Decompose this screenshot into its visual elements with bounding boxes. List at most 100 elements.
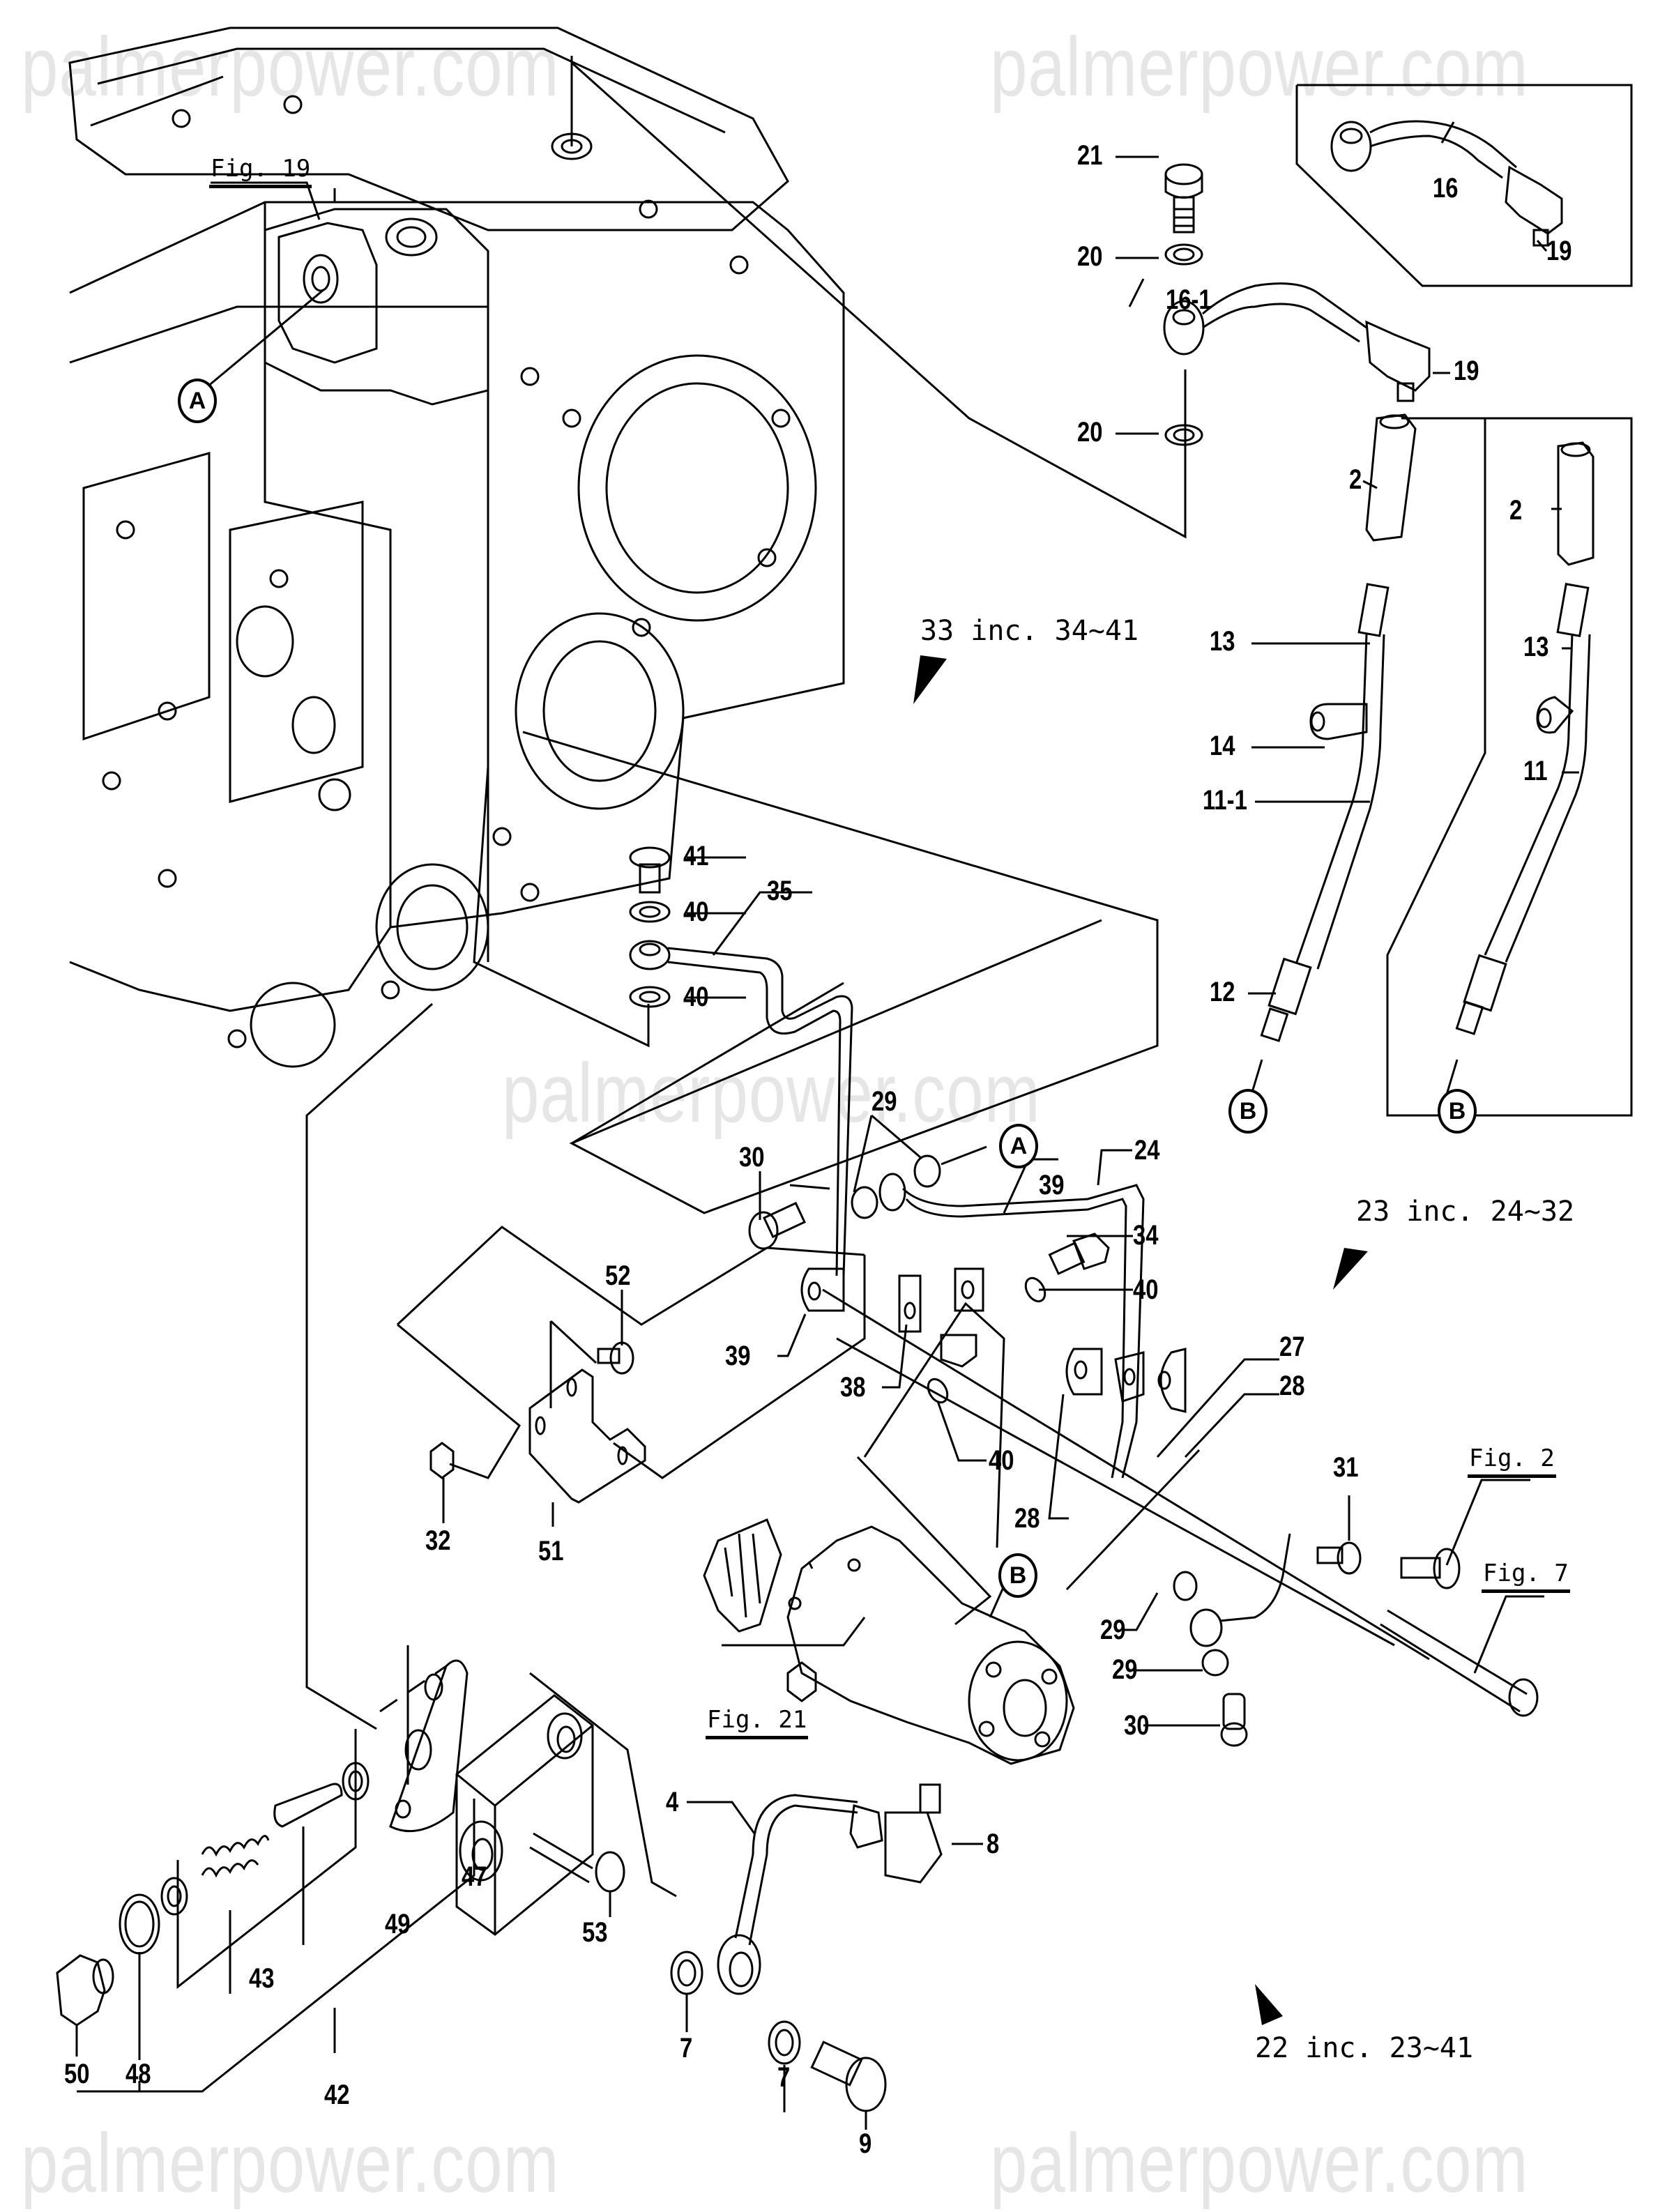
pipe-eye-lower <box>1191 1534 1290 1646</box>
part-label-38[interactable]: 38 <box>840 1372 866 1403</box>
part-7-washer-b <box>769 2022 800 2064</box>
part-label-47[interactable]: 47 <box>462 1861 487 1892</box>
part-29-washer-c <box>1174 1572 1196 1600</box>
part-28-clamp-b <box>1159 1349 1185 1412</box>
part-16-1-pipe <box>1164 284 1429 401</box>
part-label-53[interactable]: 53 <box>582 1917 608 1948</box>
part-label-40-d[interactable]: 40 <box>989 1445 1014 1476</box>
fig2-bolt <box>1401 1549 1459 1588</box>
fig-2-reference[interactable]: Fig. 2 <box>1468 1447 1556 1478</box>
part-8-elbow <box>885 1785 941 1882</box>
part-label-31[interactable]: 31 <box>1333 1452 1359 1483</box>
part-label-32[interactable]: 32 <box>425 1525 451 1556</box>
part-label-16-1[interactable]: 16-1 <box>1166 284 1212 315</box>
fig7-long-bolt <box>1380 1610 1537 1716</box>
part-43-valve-assembly <box>162 1763 368 1914</box>
part-29-washer-b <box>852 1187 877 1218</box>
part-20-washer-upper-inner <box>1174 249 1194 260</box>
part-label-21[interactable]: 21 <box>1077 140 1103 171</box>
part-7-washer-a <box>671 1952 702 1994</box>
part-label-13-inset[interactable]: 13 <box>1523 632 1549 662</box>
part-label-29-lower-a[interactable]: 29 <box>1100 1615 1126 1645</box>
part-21-banjo-bolt <box>1166 165 1202 232</box>
part-41-bolt <box>630 848 669 892</box>
fig-7-reference[interactable]: Fig. 7 <box>1482 1562 1570 1593</box>
part-label-19-inset[interactable]: 19 <box>1546 236 1572 266</box>
part-label-51[interactable]: 51 <box>538 1536 564 1566</box>
part-label-35[interactable]: 35 <box>767 876 793 906</box>
part-label-20-lower[interactable]: 20 <box>1077 417 1103 448</box>
part-label-8[interactable]: 8 <box>987 1829 1000 1859</box>
arrow-22-group <box>1255 1984 1283 2025</box>
part-label-2-inset[interactable]: 2 <box>1509 495 1523 526</box>
part-9-banjo-bolt <box>812 2042 885 2111</box>
part-label-14[interactable]: 14 <box>1210 731 1235 761</box>
part-47-relief-valve-block <box>457 1695 593 1935</box>
part-32-nut <box>431 1443 453 1478</box>
part-34-bolt <box>1050 1234 1109 1274</box>
part-label-16[interactable]: 16 <box>1433 173 1459 204</box>
connection-marker-b-pump[interactable]: B <box>998 1553 1037 1598</box>
part-label-40-c[interactable]: 40 <box>1133 1274 1159 1305</box>
part-11-pipe <box>1456 584 1590 1034</box>
part-31-bolt <box>1318 1543 1360 1573</box>
part-40-washer-b-inner <box>640 992 660 1002</box>
connection-marker-b-pipe-11-1[interactable]: B <box>1228 1089 1268 1134</box>
part-label-40-b[interactable]: 40 <box>683 982 709 1012</box>
part-label-7-b[interactable]: 7 <box>777 2062 791 2093</box>
part-label-29-lower-b[interactable]: 29 <box>1112 1654 1138 1685</box>
part-label-12[interactable]: 12 <box>1210 977 1235 1007</box>
part-label-11-1[interactable]: 11-1 <box>1203 785 1247 816</box>
part-label-39-upper[interactable]: 39 <box>1039 1170 1065 1200</box>
part-label-43[interactable]: 43 <box>249 1963 275 1994</box>
connection-marker-a-engine[interactable]: A <box>178 379 217 423</box>
part-28-clamp-a <box>1067 1349 1102 1394</box>
part-label-13[interactable]: 13 <box>1210 626 1235 657</box>
part-label-28-right[interactable]: 28 <box>1279 1371 1305 1401</box>
part-label-27[interactable]: 27 <box>1279 1332 1305 1362</box>
engine-block-illustration <box>70 28 844 1067</box>
part-label-19[interactable]: 19 <box>1454 356 1479 386</box>
part-label-2[interactable]: 2 <box>1349 464 1362 495</box>
connection-marker-a-pipe[interactable]: A <box>999 1124 1038 1168</box>
part-label-48[interactable]: 48 <box>125 2059 151 2089</box>
part-label-9[interactable]: 9 <box>859 2128 872 2159</box>
connection-marker-b-pipe-11[interactable]: B <box>1438 1089 1477 1134</box>
fig-19-reference[interactable]: Fig. 19 <box>209 157 312 188</box>
leader-lines <box>77 63 1429 2091</box>
assembly-note-22: 22 inc. 23~41 <box>1255 2032 1474 2064</box>
part-label-42[interactable]: 42 <box>324 2080 350 2110</box>
fig-21-reference[interactable]: Fig. 21 <box>706 1708 809 1739</box>
part-20-washer-upper <box>1166 245 1202 264</box>
assembly-note-33: 33 inc. 34~41 <box>920 615 1139 647</box>
part-label-30-upper[interactable]: 30 <box>739 1142 765 1173</box>
part-label-41[interactable]: 41 <box>683 841 709 871</box>
part-7-washer-a-inner <box>678 1960 695 1985</box>
part-2-coupling-inset <box>1387 418 1631 1115</box>
part-40-washer-a-inner <box>640 907 660 917</box>
part-label-7-a[interactable]: 7 <box>680 2033 693 2064</box>
part-label-39-lower[interactable]: 39 <box>725 1341 751 1371</box>
part-label-50[interactable]: 50 <box>64 2059 90 2089</box>
assembly-note-23: 23 inc. 24~32 <box>1356 1196 1575 1228</box>
part-39-clamp-b <box>955 1269 983 1311</box>
part-label-34[interactable]: 34 <box>1133 1220 1159 1251</box>
part-40-washer-d <box>924 1375 952 1405</box>
part-label-4[interactable]: 4 <box>666 1787 679 1817</box>
part-label-52[interactable]: 52 <box>605 1260 631 1291</box>
part-39-clamp-a <box>802 1269 844 1311</box>
part-53-bolt <box>530 1833 624 1891</box>
part-24-pipe <box>880 1174 1143 1478</box>
part-label-40-a[interactable]: 40 <box>683 897 709 927</box>
part-label-20-upper[interactable]: 20 <box>1077 241 1103 272</box>
part-label-49[interactable]: 49 <box>385 1909 411 1939</box>
part-label-28-left[interactable]: 28 <box>1014 1503 1040 1534</box>
part-label-29-upper[interactable]: 29 <box>871 1086 897 1117</box>
part-label-24[interactable]: 24 <box>1134 1135 1160 1166</box>
part-label-11[interactable]: 11 <box>1523 756 1548 786</box>
part-11-1-pipe <box>1261 584 1387 1041</box>
part-38-clamp <box>899 1276 976 1366</box>
part-label-30-lower[interactable]: 30 <box>1124 1710 1150 1741</box>
part-49-gasket <box>390 1661 467 1831</box>
